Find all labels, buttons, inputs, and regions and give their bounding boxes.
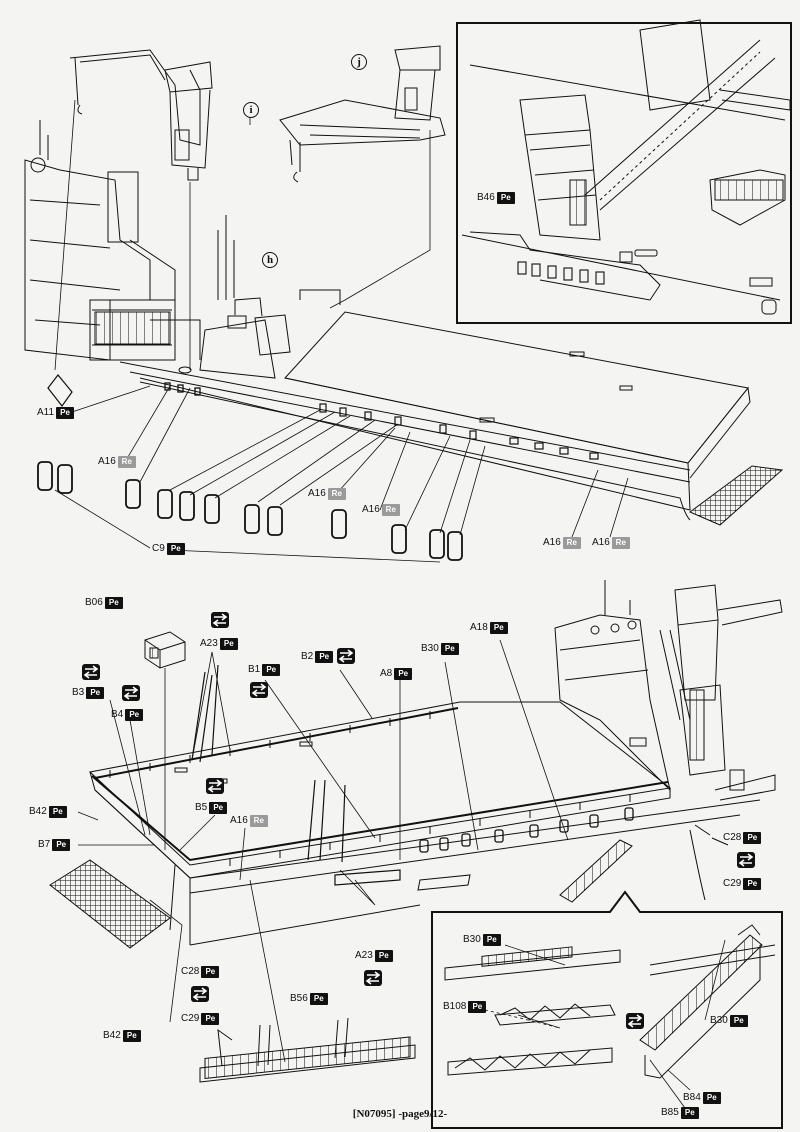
inset-leader-lines (484, 939, 726, 1109)
material-tag: Re (381, 504, 400, 516)
swap-arrows-icon (364, 970, 382, 986)
top-detail-inset (456, 22, 792, 324)
material-tag: Pe (743, 878, 762, 890)
swap-arrows-icon (737, 852, 755, 868)
material-tag: Pe (489, 622, 508, 634)
material-tag: Pe (52, 839, 71, 851)
material-tag: Pe (496, 192, 515, 204)
bottom-ship-hull (49, 580, 783, 949)
top-ship-hull (24, 120, 784, 526)
material-tag: Pe (56, 407, 75, 419)
swap-arrows-icon (191, 986, 209, 1002)
b06-part (144, 631, 186, 669)
material-tag: Pe (729, 1015, 748, 1027)
page-footer: [N07095] -page9/12- (352, 1108, 448, 1120)
material-tag: Pe (122, 1030, 141, 1042)
material-tag: Re (327, 488, 346, 500)
swap-arrows-icon (250, 682, 268, 698)
material-tag: Re (562, 537, 581, 549)
bottom-inset-drawing (431, 890, 783, 1129)
material-tag: Pe (440, 643, 459, 655)
material-tag: Pe (394, 668, 413, 680)
material-tag: Re (249, 815, 268, 827)
top-leader-lines (54, 99, 629, 563)
swap-arrows-icon (211, 612, 229, 628)
material-tag: Pe (743, 832, 762, 844)
material-tag: Pe (482, 934, 501, 946)
material-tag: Re (611, 537, 630, 549)
bottom-leader-lines (77, 639, 569, 1063)
material-tag: Pe (374, 950, 393, 962)
material-tag: Pe (201, 1013, 220, 1025)
crane-j (279, 45, 446, 183)
swap-arrows-icon (337, 648, 355, 664)
swap-arrows-icon (122, 685, 140, 701)
material-tag: Pe (125, 709, 144, 721)
crane-i (69, 49, 213, 181)
material-tag: Pe (86, 687, 105, 699)
material-tag: Pe (104, 597, 123, 609)
material-tag: Pe (262, 664, 281, 676)
swap-arrows-icon (626, 1013, 644, 1029)
material-tag: Pe (315, 651, 334, 663)
b56-part (199, 1017, 416, 1083)
swap-arrows-icon (82, 664, 100, 680)
material-tag: Pe (209, 802, 228, 814)
step-marker-i: i (243, 102, 259, 118)
swap-arrows-icon (206, 778, 224, 794)
step-marker-h: h (262, 252, 278, 268)
material-tag: Pe (166, 543, 185, 555)
material-tag: Pe (680, 1107, 699, 1119)
step-marker-j: j (351, 54, 367, 70)
material-tag: Pe (201, 966, 220, 978)
a11-part (47, 374, 73, 408)
material-tag: Pe (219, 638, 238, 650)
material-tag: Pe (309, 993, 328, 1005)
material-tag: Re (117, 456, 136, 468)
c9-parts (37, 461, 463, 561)
material-tag: Pe (48, 806, 67, 818)
material-tag: Pe (702, 1092, 721, 1104)
material-tag: Pe (468, 1001, 487, 1013)
